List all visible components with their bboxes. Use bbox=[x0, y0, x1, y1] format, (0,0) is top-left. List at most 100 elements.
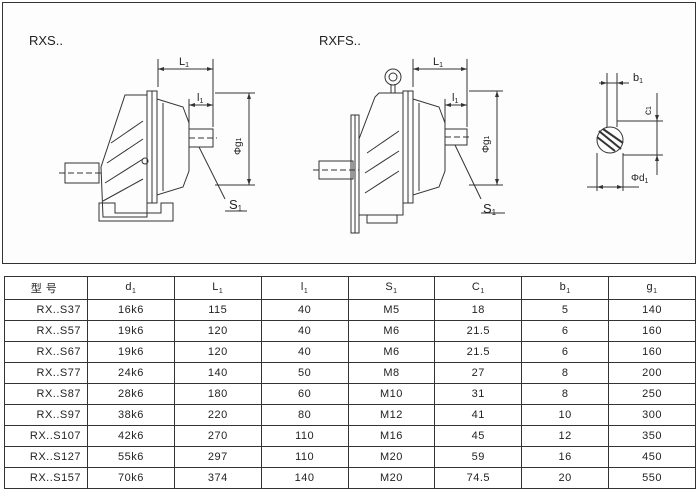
header-l: l1 bbox=[260, 276, 349, 300]
table-cell: RX..S67 bbox=[4, 341, 88, 363]
table-cell: M16 bbox=[347, 425, 436, 447]
table-cell: M8 bbox=[347, 362, 436, 384]
table-cell: 40 bbox=[260, 299, 349, 321]
table-cell: RX..S57 bbox=[4, 320, 88, 342]
table-cell: 160 bbox=[608, 320, 696, 342]
table-cell: 110 bbox=[260, 425, 349, 447]
table-cell: 45 bbox=[434, 425, 523, 447]
rxs-label-S: S bbox=[229, 197, 238, 212]
table-cell: RX..S107 bbox=[4, 425, 88, 447]
table-cell: 10 bbox=[521, 404, 610, 426]
table-cell: 18 bbox=[434, 299, 523, 321]
header-b: b1 bbox=[521, 276, 610, 300]
table-cell: 80 bbox=[260, 404, 349, 426]
table-cell: 6 bbox=[521, 341, 610, 363]
table-cell: 28k6 bbox=[87, 383, 175, 405]
rxfs-label-S: S bbox=[483, 201, 492, 216]
header-C: C1 bbox=[434, 276, 523, 300]
svg-text:L1: L1 bbox=[179, 56, 189, 69]
rxfs-label-S-sub: 1 bbox=[492, 208, 497, 217]
detail-label-d-sub: 1 bbox=[645, 178, 649, 185]
table-cell: 19k6 bbox=[87, 320, 175, 342]
rxs-label-S-sub: 1 bbox=[238, 204, 243, 213]
rxfs-label-g: Φg bbox=[481, 139, 492, 153]
svg-text:l1: l1 bbox=[197, 92, 203, 105]
table-cell: 16 bbox=[521, 446, 610, 468]
table-cell: M6 bbox=[347, 320, 436, 342]
table-cell: M10 bbox=[347, 383, 436, 405]
table-cell: 5 bbox=[521, 299, 610, 321]
rxs-label-g-sub: 1 bbox=[236, 137, 243, 141]
svg-text:Φd1: Φd1 bbox=[631, 173, 649, 185]
table-cell: 6 bbox=[521, 320, 610, 342]
header-g: g1 bbox=[608, 276, 696, 300]
table-cell: 55k6 bbox=[87, 446, 175, 468]
table-cell: 450 bbox=[608, 446, 696, 468]
table-cell: 120 bbox=[173, 320, 262, 342]
table-cell: 20 bbox=[521, 467, 610, 489]
table-cell: 270 bbox=[173, 425, 262, 447]
table-cell: 12 bbox=[521, 425, 610, 447]
table-cell: 200 bbox=[608, 362, 696, 384]
detail-label-b: b bbox=[633, 72, 639, 84]
rxs-gear-reducer-drawing bbox=[59, 59, 255, 222]
svg-text:L1: L1 bbox=[433, 56, 443, 69]
table-cell: 40 bbox=[260, 320, 349, 342]
rxs-label-l: l bbox=[197, 92, 199, 104]
rxfs-label-L-sub: 1 bbox=[439, 62, 443, 69]
rxs-label-L: L bbox=[179, 56, 185, 68]
header-S: S1 bbox=[347, 276, 436, 300]
rxfs-label-g-sub: 1 bbox=[484, 135, 491, 139]
table-cell: RX..S77 bbox=[4, 362, 88, 384]
table-cell: 31 bbox=[434, 383, 523, 405]
table-cell: RX..S157 bbox=[4, 467, 88, 489]
table-cell: 374 bbox=[173, 467, 262, 489]
table-cell: 160 bbox=[608, 341, 696, 363]
table-cell: 27 bbox=[434, 362, 523, 384]
table-cell: 16k6 bbox=[87, 299, 175, 321]
table-cell: 120 bbox=[173, 341, 262, 363]
table-cell: M20 bbox=[347, 467, 436, 489]
svg-text:S1: S1 bbox=[483, 201, 497, 217]
table-cell: M12 bbox=[347, 404, 436, 426]
table-cell: RX..S37 bbox=[4, 299, 88, 321]
table-header-row: 型 号 d1 L1 l1 S1 C1 b1 g1 bbox=[4, 276, 696, 300]
svg-text:S1: S1 bbox=[229, 197, 243, 213]
table-cell: 180 bbox=[173, 383, 262, 405]
svg-text:Φg1: Φg1 bbox=[481, 135, 492, 153]
header-L: L1 bbox=[173, 276, 262, 300]
rxs-label-l-sub: 1 bbox=[199, 98, 203, 105]
table-cell: 41 bbox=[434, 404, 523, 426]
table-cell: 220 bbox=[173, 404, 262, 426]
rxfs-gear-reducer-drawing bbox=[313, 59, 505, 234]
drawing-panel: RXS.. RXFS.. L1 l1 Φg1 S1 L1 l1 Φg1 S1 b… bbox=[2, 2, 696, 264]
table-cell: 19k6 bbox=[87, 341, 175, 363]
table-cell: 8 bbox=[521, 383, 610, 405]
table-cell: M20 bbox=[347, 446, 436, 468]
table-cell: 250 bbox=[608, 383, 696, 405]
svg-text:c1: c1 bbox=[643, 106, 654, 115]
header-model: 型 号 bbox=[4, 276, 88, 300]
table-cell: 140 bbox=[173, 362, 262, 384]
table-cell: RX..S87 bbox=[4, 383, 88, 405]
table-cell: 115 bbox=[173, 299, 262, 321]
rxs-label-g: Φg bbox=[233, 141, 244, 155]
svg-text:l1: l1 bbox=[452, 92, 458, 105]
detail-label-c-sub: 1 bbox=[646, 106, 653, 110]
technical-drawing: RXS.. RXFS.. L1 l1 Φg1 S1 L1 l1 Φg1 S1 b… bbox=[29, 33, 663, 234]
table-cell: 74.5 bbox=[434, 467, 523, 489]
svg-text:b1: b1 bbox=[633, 72, 643, 85]
table-cell: 297 bbox=[173, 446, 262, 468]
svg-text:Φg1: Φg1 bbox=[233, 137, 244, 155]
shaft-key-detail-drawing bbox=[587, 73, 663, 191]
detail-label-b-sub: 1 bbox=[639, 78, 643, 85]
rxfs-label-L: L bbox=[433, 56, 439, 68]
